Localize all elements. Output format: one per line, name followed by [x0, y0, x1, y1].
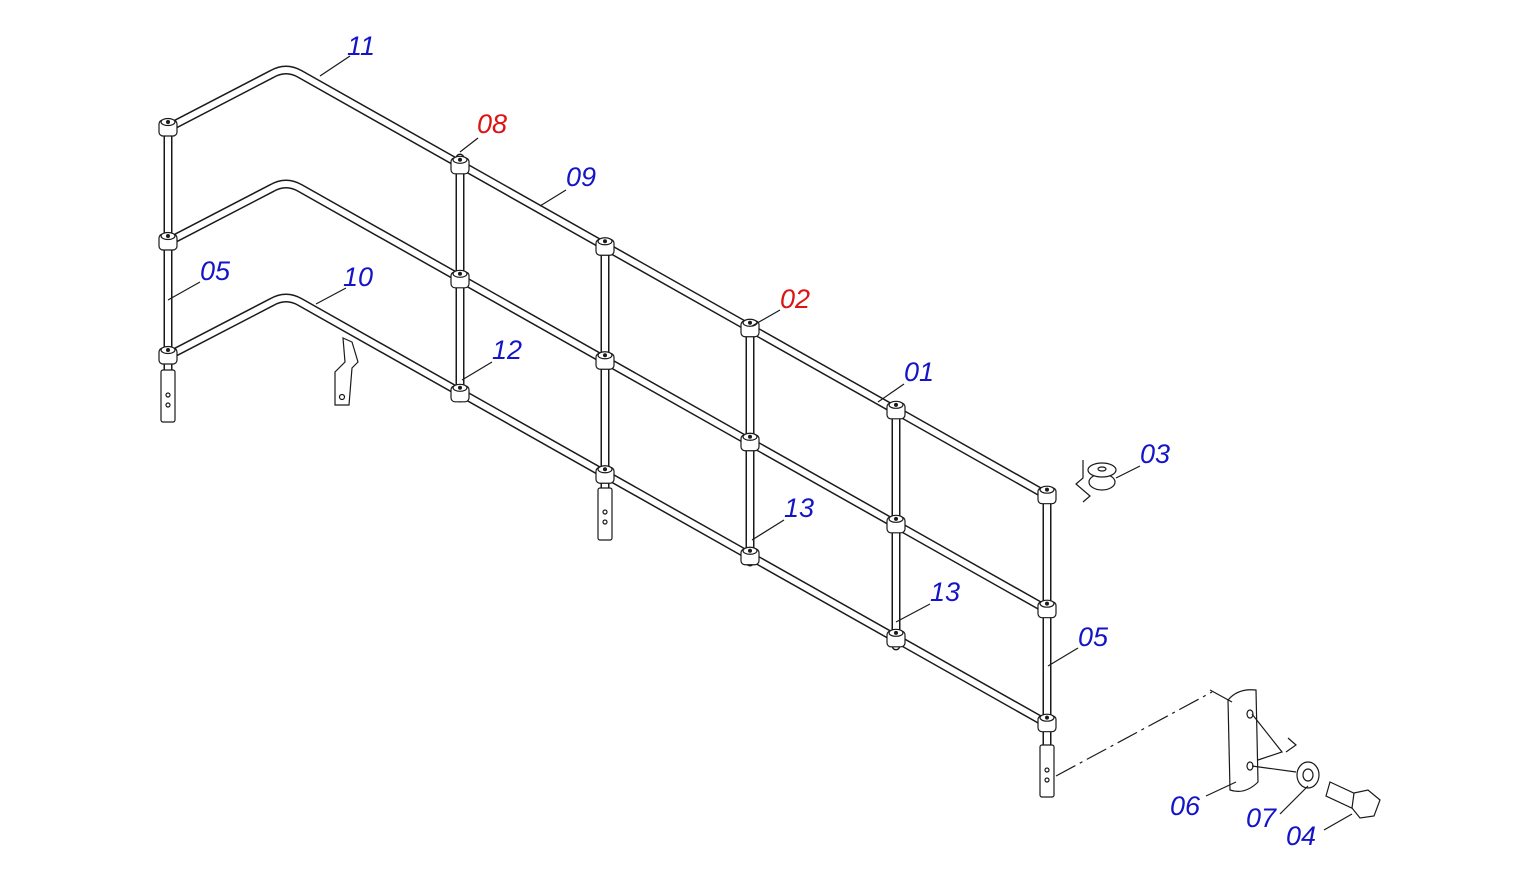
spigot-hole	[1044, 767, 1050, 773]
mounting-bracket	[334, 337, 359, 406]
leader-01	[877, 383, 905, 403]
hole-axis	[1251, 713, 1284, 761]
nut-bore	[1302, 768, 1314, 782]
callout-label: 04	[1286, 821, 1317, 851]
callout-label: 01	[904, 357, 935, 387]
callout-label: 03	[1140, 439, 1171, 469]
leader-10	[315, 287, 347, 305]
callout-leader-lines	[167, 55, 1353, 831]
leader-09	[539, 189, 567, 207]
callout-label: 09	[566, 162, 597, 192]
pipe-clamp	[886, 400, 906, 420]
assembly-axis-line	[1055, 691, 1213, 777]
leader-11	[319, 55, 351, 77]
callout-label: 11	[347, 31, 376, 61]
callout-label: 05	[200, 256, 231, 286]
bolt-head	[1351, 789, 1381, 819]
pipe-clamps	[158, 117, 1057, 733]
socket-hole	[1246, 709, 1254, 719]
pipe-clamp	[450, 155, 470, 175]
spigot-hole	[165, 402, 171, 408]
break-line	[1075, 460, 1091, 503]
pipe-clamp	[158, 231, 178, 251]
pipe-clamp	[450, 269, 470, 289]
spigot-hole	[602, 509, 608, 515]
leader-05-left	[167, 281, 201, 301]
leader-02	[751, 309, 781, 327]
leader-05-right	[1047, 647, 1079, 667]
break-line	[1285, 737, 1297, 753]
leader-03	[1115, 465, 1141, 479]
callout-label: 06	[1170, 791, 1201, 821]
callout-label: 08	[477, 109, 508, 139]
leader-07	[1279, 785, 1309, 815]
leader-13b	[895, 603, 931, 623]
callout-label: 10	[343, 262, 374, 292]
pipe-clamp	[595, 237, 615, 256]
bracket-hole	[338, 393, 346, 401]
pipe-clamp	[740, 432, 760, 452]
pipe-clamp	[1037, 713, 1057, 733]
pipe-clamp	[595, 351, 615, 370]
pipe-clamp	[886, 514, 906, 534]
spigot-hole	[602, 519, 608, 525]
callout-label: 05	[1078, 622, 1109, 652]
railing-pipes	[163, 65, 1052, 753]
callout-label: 12	[492, 335, 523, 365]
pipe-clamp	[1037, 599, 1057, 619]
leader-12	[461, 361, 493, 381]
pipe-clamp	[1037, 485, 1057, 505]
middle-rail-core	[165, 181, 1047, 611]
pipe-clamp	[158, 345, 178, 365]
callout-label: 13	[930, 577, 961, 607]
leader-06	[1205, 781, 1237, 797]
callout-label: 02	[780, 284, 811, 314]
spigot-hole	[165, 392, 171, 398]
detail-parts	[160, 337, 1381, 819]
floor-socket	[1227, 689, 1259, 792]
spigot-hole	[1044, 777, 1050, 783]
top-rail-core	[165, 67, 1047, 497]
socket-axis	[1209, 689, 1233, 703]
hole-axis	[1251, 765, 1297, 773]
pipe-clamp	[158, 117, 178, 137]
pipe-clamp	[740, 546, 760, 566]
pipe-clamp	[595, 465, 615, 484]
leader-04	[1323, 813, 1353, 831]
pipe-clamp	[450, 383, 470, 403]
pipe-clamp	[886, 628, 906, 648]
callout-label: 07	[1246, 803, 1277, 833]
callout-label: 13	[784, 493, 815, 523]
end-cap-center	[1097, 466, 1107, 472]
pipe-clamp	[740, 318, 760, 338]
bottom-rail-core	[165, 295, 1047, 725]
leader-08	[459, 137, 479, 153]
leader-13a	[751, 519, 785, 541]
